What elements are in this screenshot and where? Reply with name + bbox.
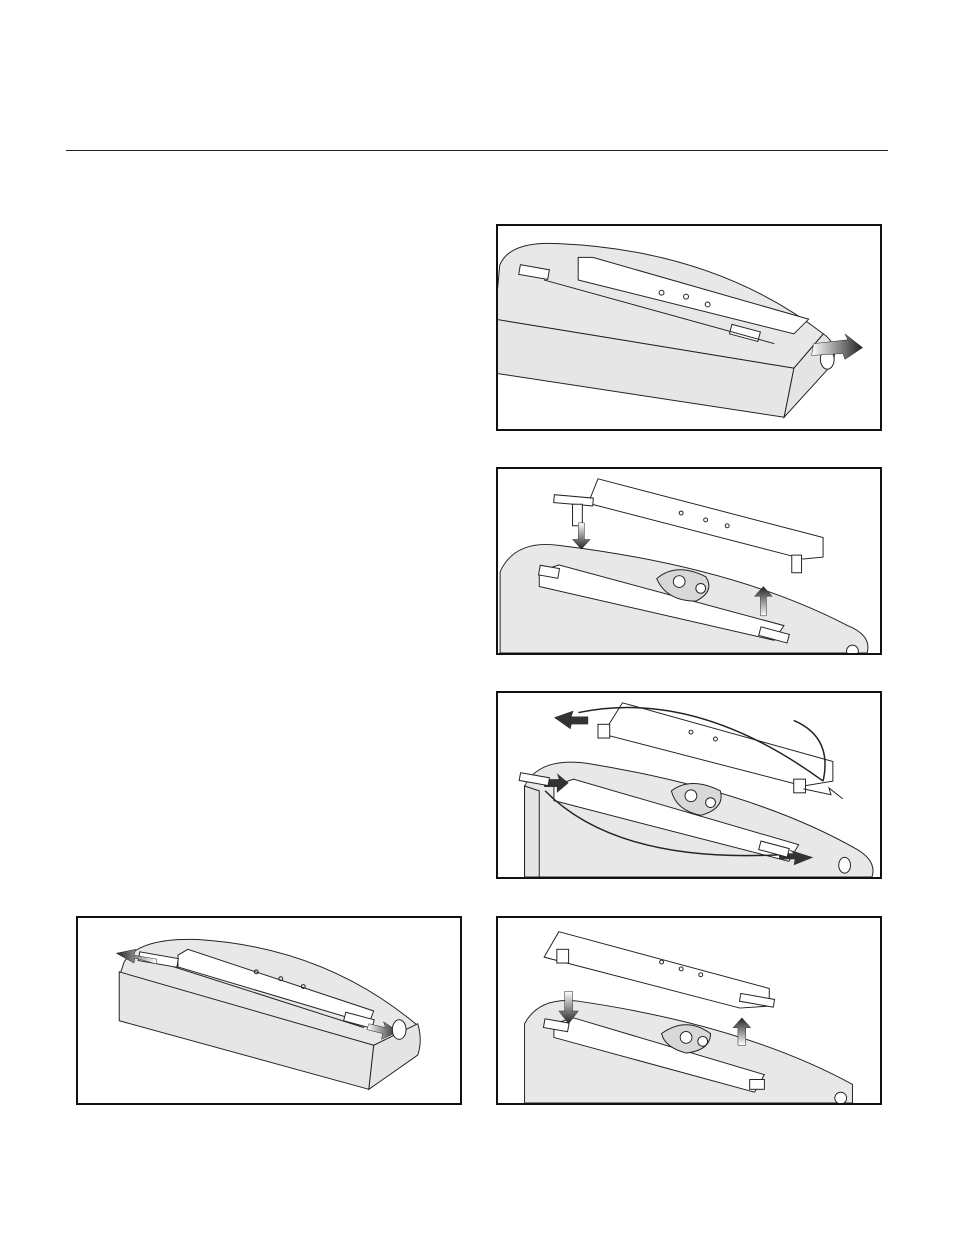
pins-extended-illustration: [78, 918, 460, 1103]
hinge-pin-removal-illustration: [498, 226, 880, 429]
figure-pins-extended: [76, 916, 462, 1105]
plate-reinstall-illustration: [498, 918, 880, 1103]
plate-lift-off-illustration: [498, 469, 880, 653]
figure-hinge-pin-removal: [496, 224, 882, 431]
pin-swap-illustration: [498, 693, 880, 877]
figure-pin-swap: [496, 691, 882, 879]
figure-plate-lift-off: [496, 467, 882, 655]
header-divider: [66, 150, 888, 151]
figure-plate-reinstall: [496, 916, 882, 1105]
